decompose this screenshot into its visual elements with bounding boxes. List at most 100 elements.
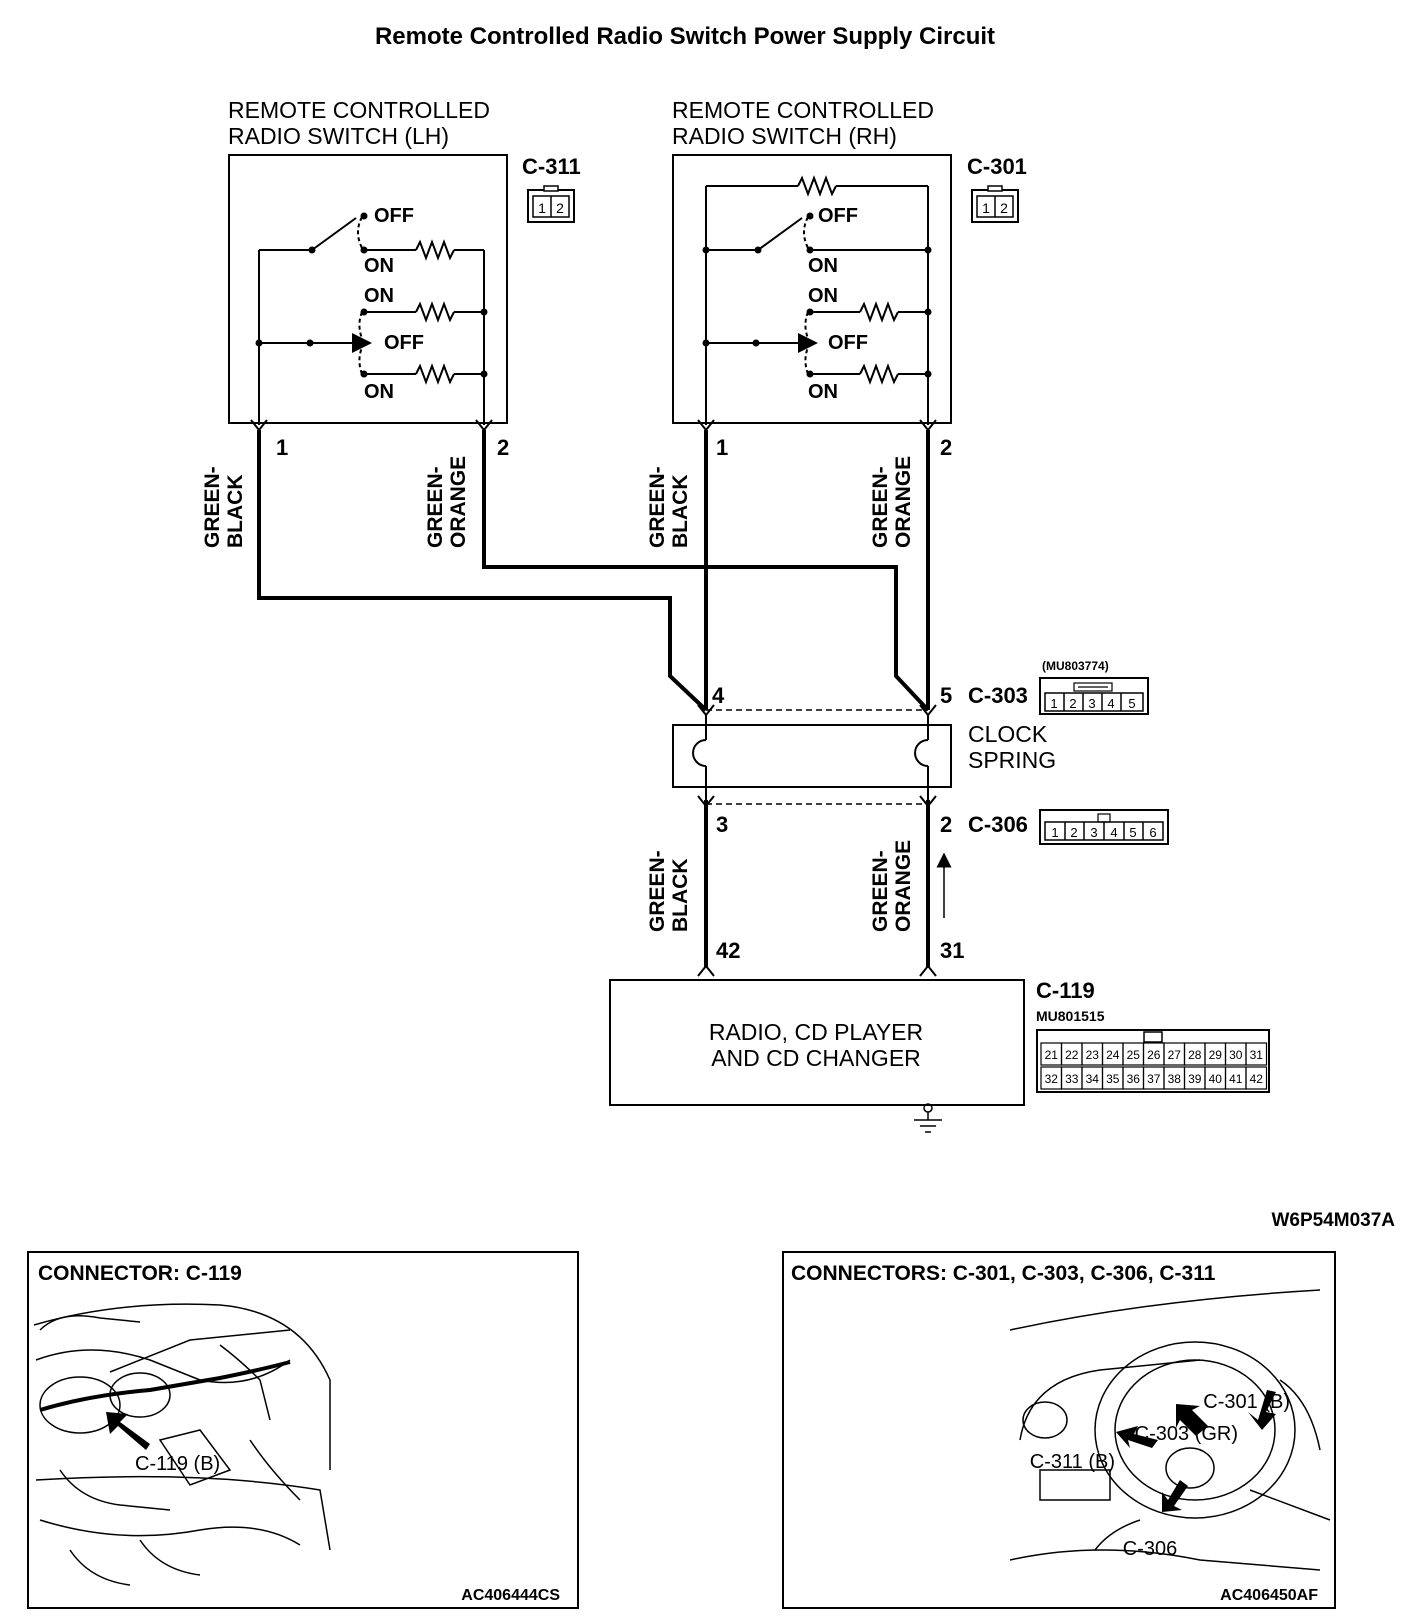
c119-pin-label: 41 — [1229, 1072, 1243, 1086]
c119-part: MU801515 — [1036, 1008, 1105, 1024]
wire-labels: GREEN- BLACK GREEN- ORANGE GREEN- BLACK … — [201, 456, 915, 932]
lh-state-off-1: OFF — [374, 205, 414, 227]
c119-pin-label: 37 — [1147, 1072, 1161, 1086]
c303-part: (MU803774) — [1042, 659, 1109, 673]
c119-pin-cell — [1245, 1042, 1268, 1066]
connector-panel-c119: CONNECTOR: C-119 C-119 (B) AC406444CS — [27, 1251, 579, 1609]
dashboard-illustration-left — [33, 1303, 331, 1586]
wire-label-rh1-b: BLACK — [669, 475, 692, 549]
clock-spring-box — [672, 724, 952, 788]
c306-box-pin-5: 5 — [1129, 825, 1136, 840]
callout-c303: C-303 (GR) — [1135, 1423, 1238, 1445]
lh-pin-2: 2 — [497, 435, 509, 460]
c303-arrow-icon — [1176, 1404, 1208, 1436]
wire-lh-green-orange — [482, 430, 930, 712]
lh-radio-switch: REMOTE CONTROLLED RADIO SWITCH (LH) C-31… — [228, 97, 581, 460]
c303-box-pin-3: 3 — [1088, 696, 1095, 711]
rh-state-on-2: ON — [808, 285, 838, 307]
callout-arrows-right — [1116, 1390, 1276, 1512]
c303-pin-5: 5 — [940, 683, 952, 708]
lh-switch-label-1: REMOTE CONTROLLED — [228, 97, 490, 123]
c119-pin-label: 40 — [1209, 1072, 1223, 1086]
c306-pin-3: 3 — [716, 812, 728, 837]
panel-right-code: AC406450AF — [1220, 1587, 1318, 1604]
wire-label-rh2-a: GREEN- — [869, 466, 892, 548]
c119-pin-label: 27 — [1168, 1048, 1182, 1062]
c119-pin-label: 35 — [1106, 1072, 1120, 1086]
panel-right-frame — [782, 1251, 1336, 1609]
rh-switch-label-2: RADIO SWITCH (RH) — [672, 123, 897, 149]
c119-pin-label: 42 — [1250, 1072, 1264, 1086]
lh-state-on-2: ON — [364, 285, 394, 307]
wire-label-lower1-a: GREEN- — [646, 850, 669, 932]
c119-connector: C-119 — [1036, 978, 1095, 1003]
c306-connector: C-306 — [968, 812, 1028, 837]
c119-pin-label: 31 — [1250, 1048, 1264, 1062]
c119-pin-label: 25 — [1127, 1048, 1141, 1062]
lh-connector-pin-1: 1 — [538, 200, 546, 216]
wire-label-lh1-a: GREEN- — [201, 466, 224, 548]
callout-c301: C-301 (B) — [1203, 1391, 1290, 1413]
lh-switch-connector: C-311 — [522, 154, 581, 179]
c306-pin-2: 2 — [940, 812, 952, 837]
c119-pin-label: 30 — [1229, 1048, 1243, 1062]
lh-state-on-3: ON — [364, 381, 394, 403]
c119-pin-label: 23 — [1086, 1048, 1100, 1062]
c303-pin-4: 4 — [712, 683, 725, 708]
rh-switch-box — [672, 154, 952, 424]
lh-connector-pin-2: 2 — [556, 200, 564, 216]
c119-pin-label: 39 — [1188, 1072, 1202, 1086]
wire-label-lh2-a: GREEN- — [424, 466, 447, 548]
rh-pin-2: 2 — [940, 435, 952, 460]
c303-box-pin-5: 5 — [1128, 696, 1135, 711]
panel-left-title: CONNECTOR: C-119 — [38, 1262, 242, 1285]
lh-connector-symbol: 1 2 — [527, 185, 575, 223]
wire-label-lh1-b: BLACK — [224, 475, 247, 549]
c119-pin-label: 26 — [1147, 1048, 1161, 1062]
c119-pin-label: 22 — [1065, 1048, 1079, 1062]
rh-switch-internal — [705, 175, 929, 425]
c311-arrow-icon — [1116, 1426, 1158, 1448]
rh-state-off-1: OFF — [818, 205, 858, 227]
harness-illustration-left — [39, 1360, 291, 1412]
rh-state-off-2: OFF — [828, 332, 868, 354]
rh-switch-label-1: REMOTE CONTROLLED — [672, 97, 934, 123]
c303-connector: C-303 — [968, 683, 1028, 708]
c306-connector-symbol: 1 2 3 4 5 6 — [1039, 809, 1169, 845]
panel-left-frame — [27, 1251, 579, 1609]
c119-pin-label: 36 — [1127, 1072, 1141, 1086]
panel-left-code: AC406444CS — [461, 1587, 560, 1604]
radio-box — [609, 979, 1025, 1106]
c119-pin-label: 32 — [1045, 1072, 1059, 1086]
panel-left-callout: C-119 (B) — [135, 1453, 220, 1475]
clock-spring: 4 5 C-303 (MU803774) 1 2 3 4 5 — [672, 659, 1169, 918]
c119-pin-label: 28 — [1188, 1048, 1202, 1062]
c306-box-pin-4: 4 — [1110, 825, 1117, 840]
c306-box-pin-2: 2 — [1070, 825, 1077, 840]
steering-wheel-illustration — [1009, 1289, 1331, 1571]
rh-connector-pin-1: 1 — [982, 200, 990, 216]
diagram-code: W6P54M037A — [1271, 1210, 1395, 1231]
c119-pin-31: 31 — [940, 938, 964, 963]
rh-state-on-1: ON — [808, 255, 838, 277]
c303-box-pin-4: 4 — [1107, 696, 1114, 711]
rh-state-on-3: ON — [808, 381, 838, 403]
c119-arrow-icon — [106, 1412, 150, 1450]
callout-c306: C-306 — [1123, 1538, 1177, 1560]
c306-box-pin-3: 3 — [1090, 825, 1097, 840]
lh-state-off-2: OFF — [384, 332, 424, 354]
ground-icon — [914, 1103, 942, 1133]
clock-spring-label-1: CLOCK — [968, 721, 1048, 747]
connector-panel-switches: CONNECTORS: C-301, C-303, C-306, C-311 C… — [782, 1251, 1336, 1609]
lh-switch-box — [228, 154, 508, 424]
radio-label-1: RADIO, CD PLAYER — [709, 1019, 923, 1045]
c119-pin-42: 42 — [716, 938, 740, 963]
callout-c311: C-311 (B) — [1030, 1451, 1115, 1473]
c306-box-pin-1: 1 — [1051, 825, 1058, 840]
c303-connector-symbol: 1 2 3 4 5 — [1039, 677, 1149, 715]
c119-pin-label: 33 — [1065, 1072, 1079, 1086]
wire-label-lower2-a: GREEN- — [869, 850, 892, 932]
diagram-title: Remote Controlled Radio Switch Power Sup… — [375, 23, 995, 50]
